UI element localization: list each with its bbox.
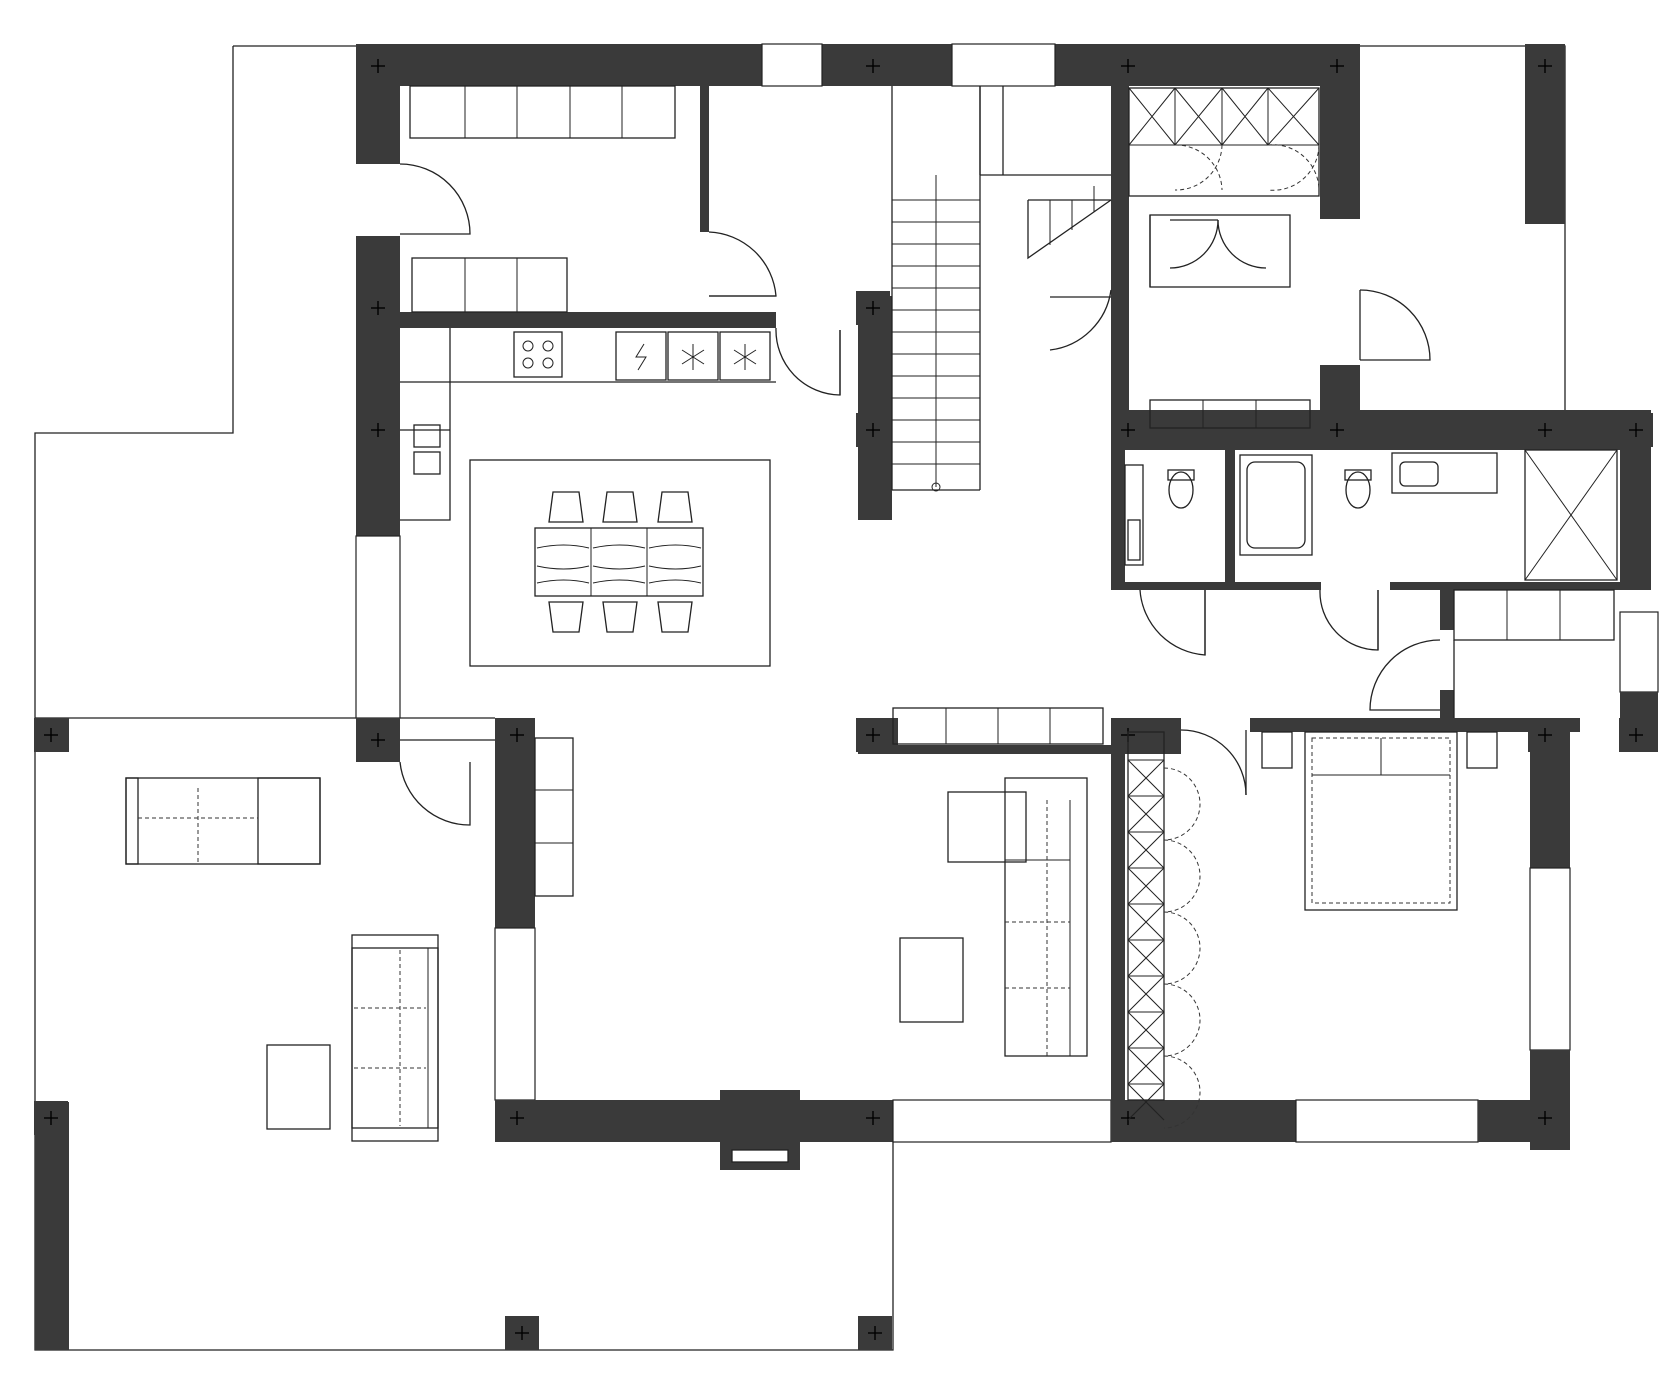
cloak-wardrobe <box>1128 87 1320 429</box>
wardrobe-module <box>1127 903 1165 941</box>
column-marker <box>856 718 890 752</box>
wardrobe-module <box>1127 939 1165 977</box>
wardrobe-module <box>1127 975 1165 1013</box>
column-marker <box>856 413 890 447</box>
column-marker <box>1111 1101 1145 1135</box>
column-marker <box>361 49 395 83</box>
column-marker <box>1320 49 1354 83</box>
wardrobe-module <box>1127 1083 1165 1121</box>
column-marker <box>361 723 395 757</box>
column-marker <box>1320 413 1354 447</box>
wardrobe-door-swing <box>1163 767 1201 841</box>
wardrobe-module <box>1127 867 1165 905</box>
column-marker <box>361 291 395 325</box>
column-markers <box>34 49 1653 1350</box>
column-marker <box>361 413 395 447</box>
wardrobe-module <box>1127 1047 1165 1085</box>
column-marker <box>1111 49 1145 83</box>
staircase <box>891 86 1112 492</box>
column-marker <box>1528 718 1562 752</box>
wardrobe-door-swing <box>1163 983 1201 1057</box>
walls <box>35 43 1659 1350</box>
column-marker <box>1619 718 1653 752</box>
column-marker <box>856 1101 890 1135</box>
dining-area <box>469 459 771 667</box>
doors <box>399 163 1441 826</box>
column-marker <box>1528 49 1562 83</box>
column-marker <box>500 1101 534 1135</box>
kitchen-counter <box>400 328 776 521</box>
upper-storage-cabinets <box>409 85 676 313</box>
column-marker <box>1528 1101 1562 1135</box>
wardrobe-door-swing <box>1163 911 1201 985</box>
column-marker <box>34 1101 68 1135</box>
column-marker <box>34 718 68 752</box>
column-marker <box>1528 413 1562 447</box>
column-marker <box>858 1316 892 1350</box>
bedroom-furniture <box>1127 731 1498 1129</box>
utility-cabinets <box>1453 589 1615 718</box>
column-marker <box>505 1316 539 1350</box>
terrace-furniture <box>125 777 439 1142</box>
bathroom-fixtures <box>1124 449 1618 581</box>
wardrobe-door-swing <box>1163 1055 1201 1129</box>
wardrobe-door-swing <box>1163 839 1201 913</box>
wardrobe-module <box>1127 831 1165 869</box>
column-marker <box>1619 413 1653 447</box>
column-marker <box>856 291 890 325</box>
wardrobe-module <box>1127 1011 1165 1049</box>
column-marker <box>856 49 890 83</box>
column-marker <box>500 718 534 752</box>
wardrobe-module <box>1127 795 1165 833</box>
wardrobe-module <box>1127 759 1165 797</box>
living-furniture <box>534 707 1104 1057</box>
column-marker <box>1111 413 1145 447</box>
